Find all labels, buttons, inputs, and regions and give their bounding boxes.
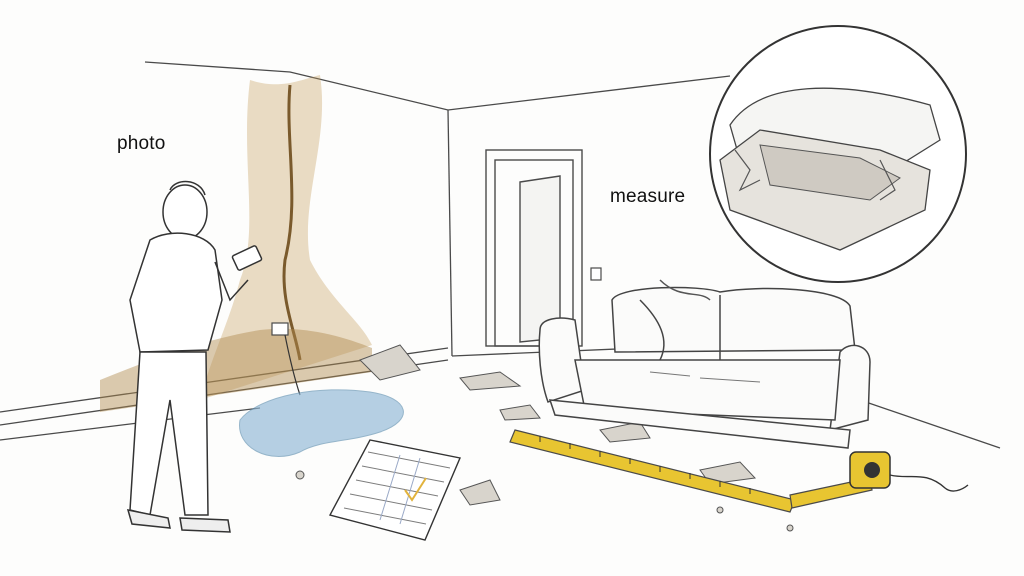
power-outlet-icon bbox=[271, 322, 289, 336]
damaged-couch bbox=[538, 279, 871, 449]
photo-label: photo bbox=[117, 133, 166, 154]
magnified-inset bbox=[709, 25, 967, 283]
room-walls bbox=[0, 61, 1001, 449]
smartphone-icon bbox=[231, 245, 263, 271]
tape-measure-icon bbox=[849, 451, 969, 492]
water-puddle bbox=[239, 389, 404, 457]
measure-label: measure bbox=[610, 186, 686, 207]
light-switch-icon bbox=[590, 267, 602, 281]
person-photographing bbox=[126, 180, 249, 533]
doorway bbox=[485, 149, 583, 347]
checklist-clipboard-icon bbox=[328, 439, 461, 541]
outlet-cord bbox=[284, 334, 301, 396]
floor-debris bbox=[295, 344, 794, 532]
